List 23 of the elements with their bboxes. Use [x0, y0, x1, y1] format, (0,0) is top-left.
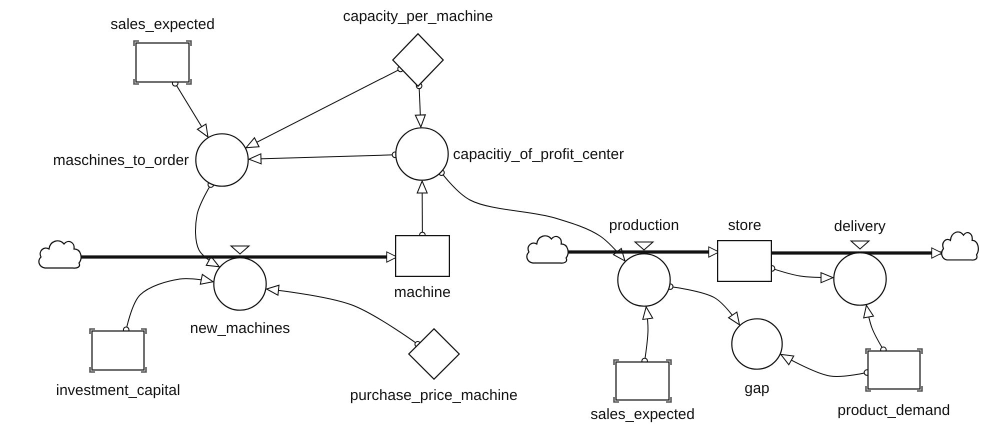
node-label: delivery — [834, 218, 886, 235]
link-arrow — [195, 181, 220, 268]
node-label: production — [609, 217, 680, 234]
flow-pipe — [81, 251, 398, 263]
link-arrow — [246, 66, 404, 148]
node-label: gap — [744, 380, 770, 397]
node-label: sales_expected — [110, 16, 215, 33]
node-label: product_demand — [838, 402, 950, 419]
link-arrow — [414, 82, 426, 128]
node-label: maschines_to_order — [53, 152, 189, 168]
node-label: purchase_price_machine — [350, 387, 518, 404]
node-label: new_machines — [190, 320, 290, 337]
flow-pipe — [568, 246, 720, 258]
link-arrow — [666, 283, 740, 326]
link-arrow — [266, 284, 422, 348]
node-label: store — [728, 217, 762, 234]
node-label: capacitiy_of_profit_center — [453, 146, 624, 162]
node-label: investment_capital — [56, 382, 180, 399]
flow-pipe — [770, 247, 942, 259]
link-arrow — [438, 169, 626, 262]
node-label: machine — [394, 284, 451, 301]
node-label: sales_expected — [590, 406, 695, 423]
node-label: capacity_per_machine — [343, 8, 494, 25]
